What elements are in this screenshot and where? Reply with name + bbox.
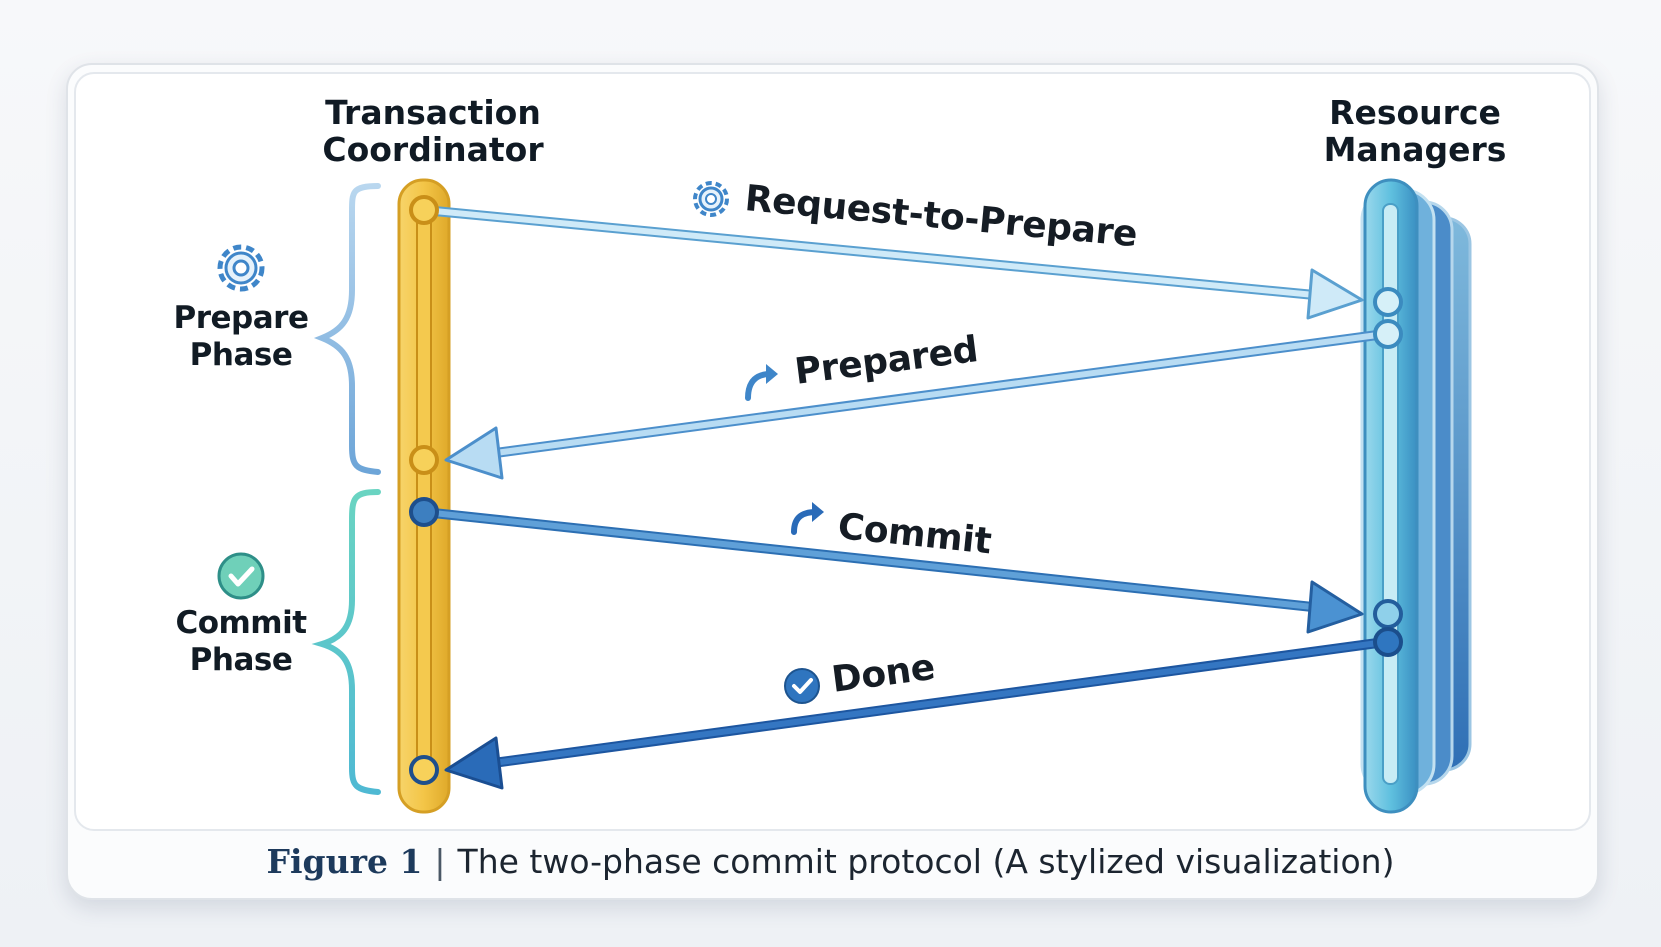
caption-text: The two-phase commit protocol (A stylize… (457, 842, 1395, 881)
coordinator-heading: Transaction Coordinator (322, 93, 544, 169)
prepare-phase-label: Prepare Phase (173, 300, 309, 373)
diagram-panel (74, 72, 1591, 831)
caption-separator: | (434, 842, 446, 881)
coordinator-node-3 (409, 497, 439, 527)
resource-node-3 (1373, 599, 1403, 629)
commit-arrow-head (1306, 580, 1364, 634)
done-arrow-line-fill (483, 639, 1388, 767)
redo-arrow-icon (745, 364, 778, 401)
redo-arrow-icon (791, 502, 824, 535)
prepared-arrow-line-fill (485, 331, 1388, 457)
gear-icon (217, 244, 265, 292)
check-circle-icon (784, 668, 820, 704)
coordinator-node-2 (409, 445, 439, 475)
commit-arrow-line-fill (421, 509, 1325, 611)
check-circle-icon (217, 552, 265, 600)
figure-number: Figure 1 (266, 842, 423, 881)
prepared-arrow-head (444, 426, 504, 480)
coordinator-lifeline (416, 203, 432, 785)
gear-icon (693, 181, 729, 217)
resource-node-4 (1373, 627, 1403, 657)
commit-phase-label: Commit Phase (175, 605, 307, 678)
figure-caption: Figure 1 | The two-phase commit protocol (… (66, 842, 1595, 881)
done-arrow-head (444, 736, 504, 790)
commit-phase-brace (311, 489, 381, 795)
coordinator-node-1 (409, 195, 439, 225)
request-arrow-line-fill (421, 207, 1328, 299)
request-arrow-head (1306, 268, 1364, 320)
prepare-phase-brace (313, 183, 381, 475)
resource-managers-heading: Resource Managers (1323, 93, 1507, 169)
resource-node-1 (1373, 287, 1403, 317)
resource-node-2 (1373, 319, 1403, 349)
coordinator-node-4 (409, 755, 439, 785)
